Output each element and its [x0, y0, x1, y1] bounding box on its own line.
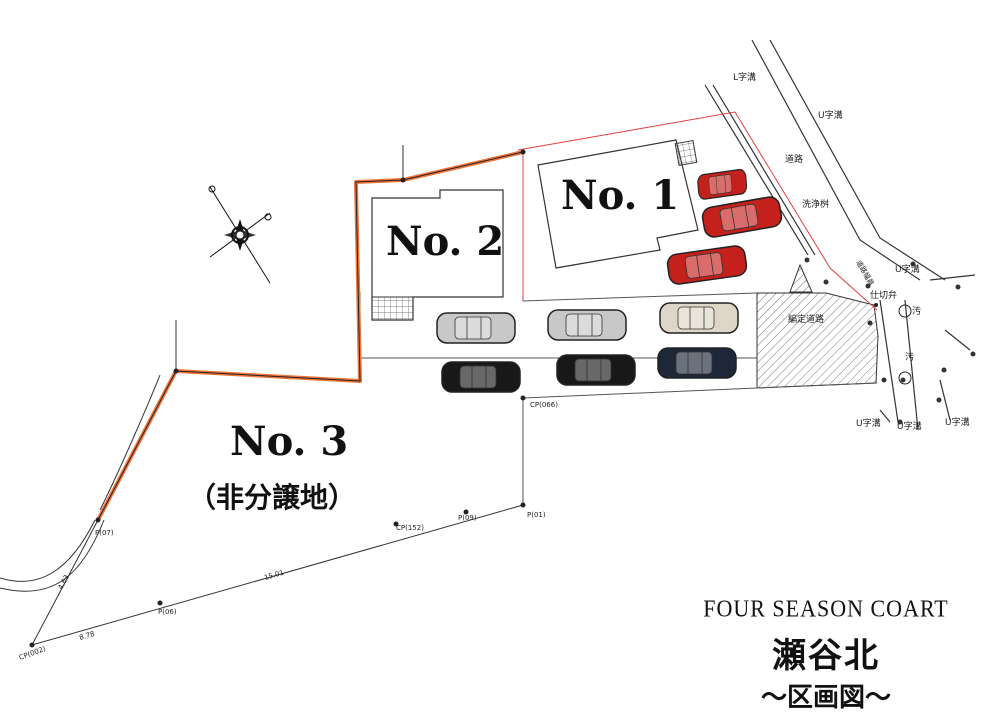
u-ditch-label: U字溝 [895, 263, 920, 275]
distance-label: 15.01 [263, 569, 284, 582]
title-block: FOUR SEASON COART 瀬谷北 ～区画図～ [676, 594, 976, 714]
p-label: P(01) [527, 511, 546, 519]
manhole-icon [898, 304, 912, 318]
u-ditch-label: U字溝 [818, 109, 843, 121]
lot3-note: （非分譲地） [188, 481, 357, 514]
cp-label: CP(066) [530, 401, 558, 409]
cp-label: CP(152) [396, 524, 424, 532]
lot1-label: No. 1 [561, 172, 680, 219]
road-width-label: 道路幅員 [854, 259, 876, 288]
road-lines [704, 39, 976, 431]
distance-label: 4.63 [57, 573, 71, 591]
compass-icon [208, 185, 272, 284]
title-japanese: 瀬谷北 [772, 636, 880, 676]
drain-label: 洗浄桝 [802, 198, 829, 210]
road-dots [804, 257, 976, 425]
lot3-label: No. 3 [230, 418, 349, 465]
shikiri-label: 仕切弁 [870, 289, 897, 301]
manhole-icon [898, 371, 912, 385]
l-ditch-label: L字溝 [733, 71, 756, 83]
u-ditch-label: U字溝 [945, 416, 970, 428]
survey-points [29, 395, 526, 648]
p-label: P(07) [95, 529, 114, 537]
title-english: FOUR SEASON COART [703, 594, 949, 623]
private-road-area [756, 292, 879, 389]
sewer-label: 汚 [905, 351, 914, 363]
u-ditch-label: U字溝 [856, 417, 881, 429]
private-road-label: 編定道路 [788, 313, 824, 325]
title-subtitle: ～区画図～ [760, 683, 891, 713]
lot1-red-boundary [517, 111, 878, 311]
p-label: P(06) [158, 608, 177, 616]
sewer-label: 汚 [912, 305, 921, 317]
p-label: P(09) [458, 514, 477, 522]
road-label: 道路 [785, 153, 803, 165]
u-ditch-label: U字溝 [897, 420, 922, 432]
distance-label: 8.78 [78, 630, 95, 642]
private-road-triangle [789, 263, 813, 293]
lot2-label: No. 2 [386, 218, 505, 265]
house-lot1 [537, 139, 699, 269]
